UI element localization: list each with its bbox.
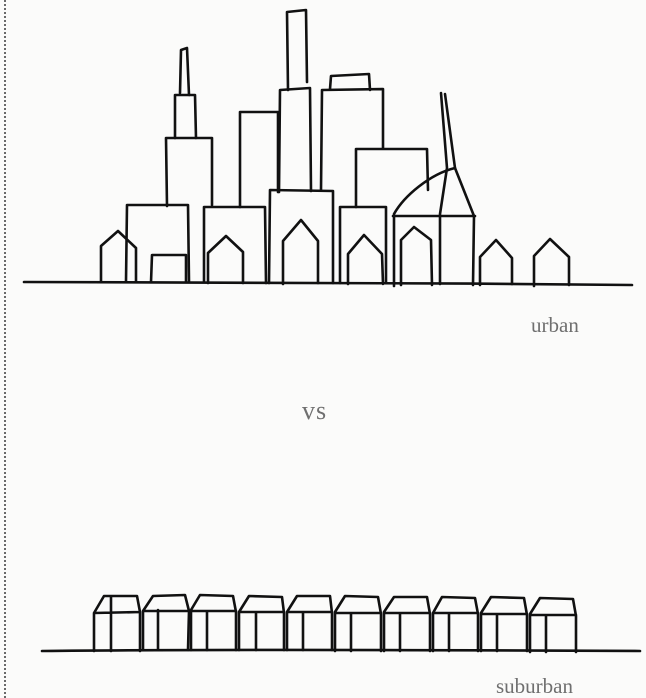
urban-dome-building [394, 168, 474, 286]
urban-house-1 [101, 231, 136, 282]
vs-label: vs [302, 396, 327, 426]
urban-wide-building [269, 190, 333, 283]
urban-house-5 [401, 227, 432, 285]
suburban-label: suburban [496, 674, 573, 698]
urban-house-4 [348, 235, 383, 284]
suburban-house-4 [239, 596, 284, 650]
suburban-house-5 [287, 596, 332, 650]
suburban-house-6 [335, 596, 381, 651]
urban-center-tall-block [240, 112, 278, 207]
suburban-house-7 [384, 597, 430, 651]
suburban-house-2 [143, 595, 189, 650]
urban-tallest-skyscraper [287, 10, 307, 90]
urban-left-tower-upper [175, 95, 196, 138]
suburban-house-8 [433, 597, 478, 651]
suburban-ground-line [42, 650, 640, 651]
suburban-row [42, 595, 640, 652]
urban-house-2 [208, 236, 243, 283]
suburban-house-3 [191, 595, 236, 650]
urban-right-stepped-top [330, 74, 370, 90]
urban-left-tower-lower [166, 138, 212, 206]
urban-antenna-tower [180, 48, 189, 95]
urban-right-upper-block [356, 149, 428, 207]
suburban-house-9 [481, 597, 527, 651]
urban-house-3 [283, 220, 318, 284]
suburban-house-10 [530, 598, 576, 652]
urban-label: urban [531, 313, 579, 338]
urban-house-7 [534, 239, 569, 286]
urban-right-stepped-tower [321, 89, 383, 190]
urban-tallest-skyscraper-base [279, 88, 311, 192]
urban-skyline [24, 10, 632, 286]
urban-house-6 [480, 240, 512, 285]
urban-small-box-building [151, 255, 186, 282]
urban-ground-line [24, 282, 632, 285]
urban-spire [440, 93, 455, 284]
suburban-house-1 [94, 596, 140, 651]
